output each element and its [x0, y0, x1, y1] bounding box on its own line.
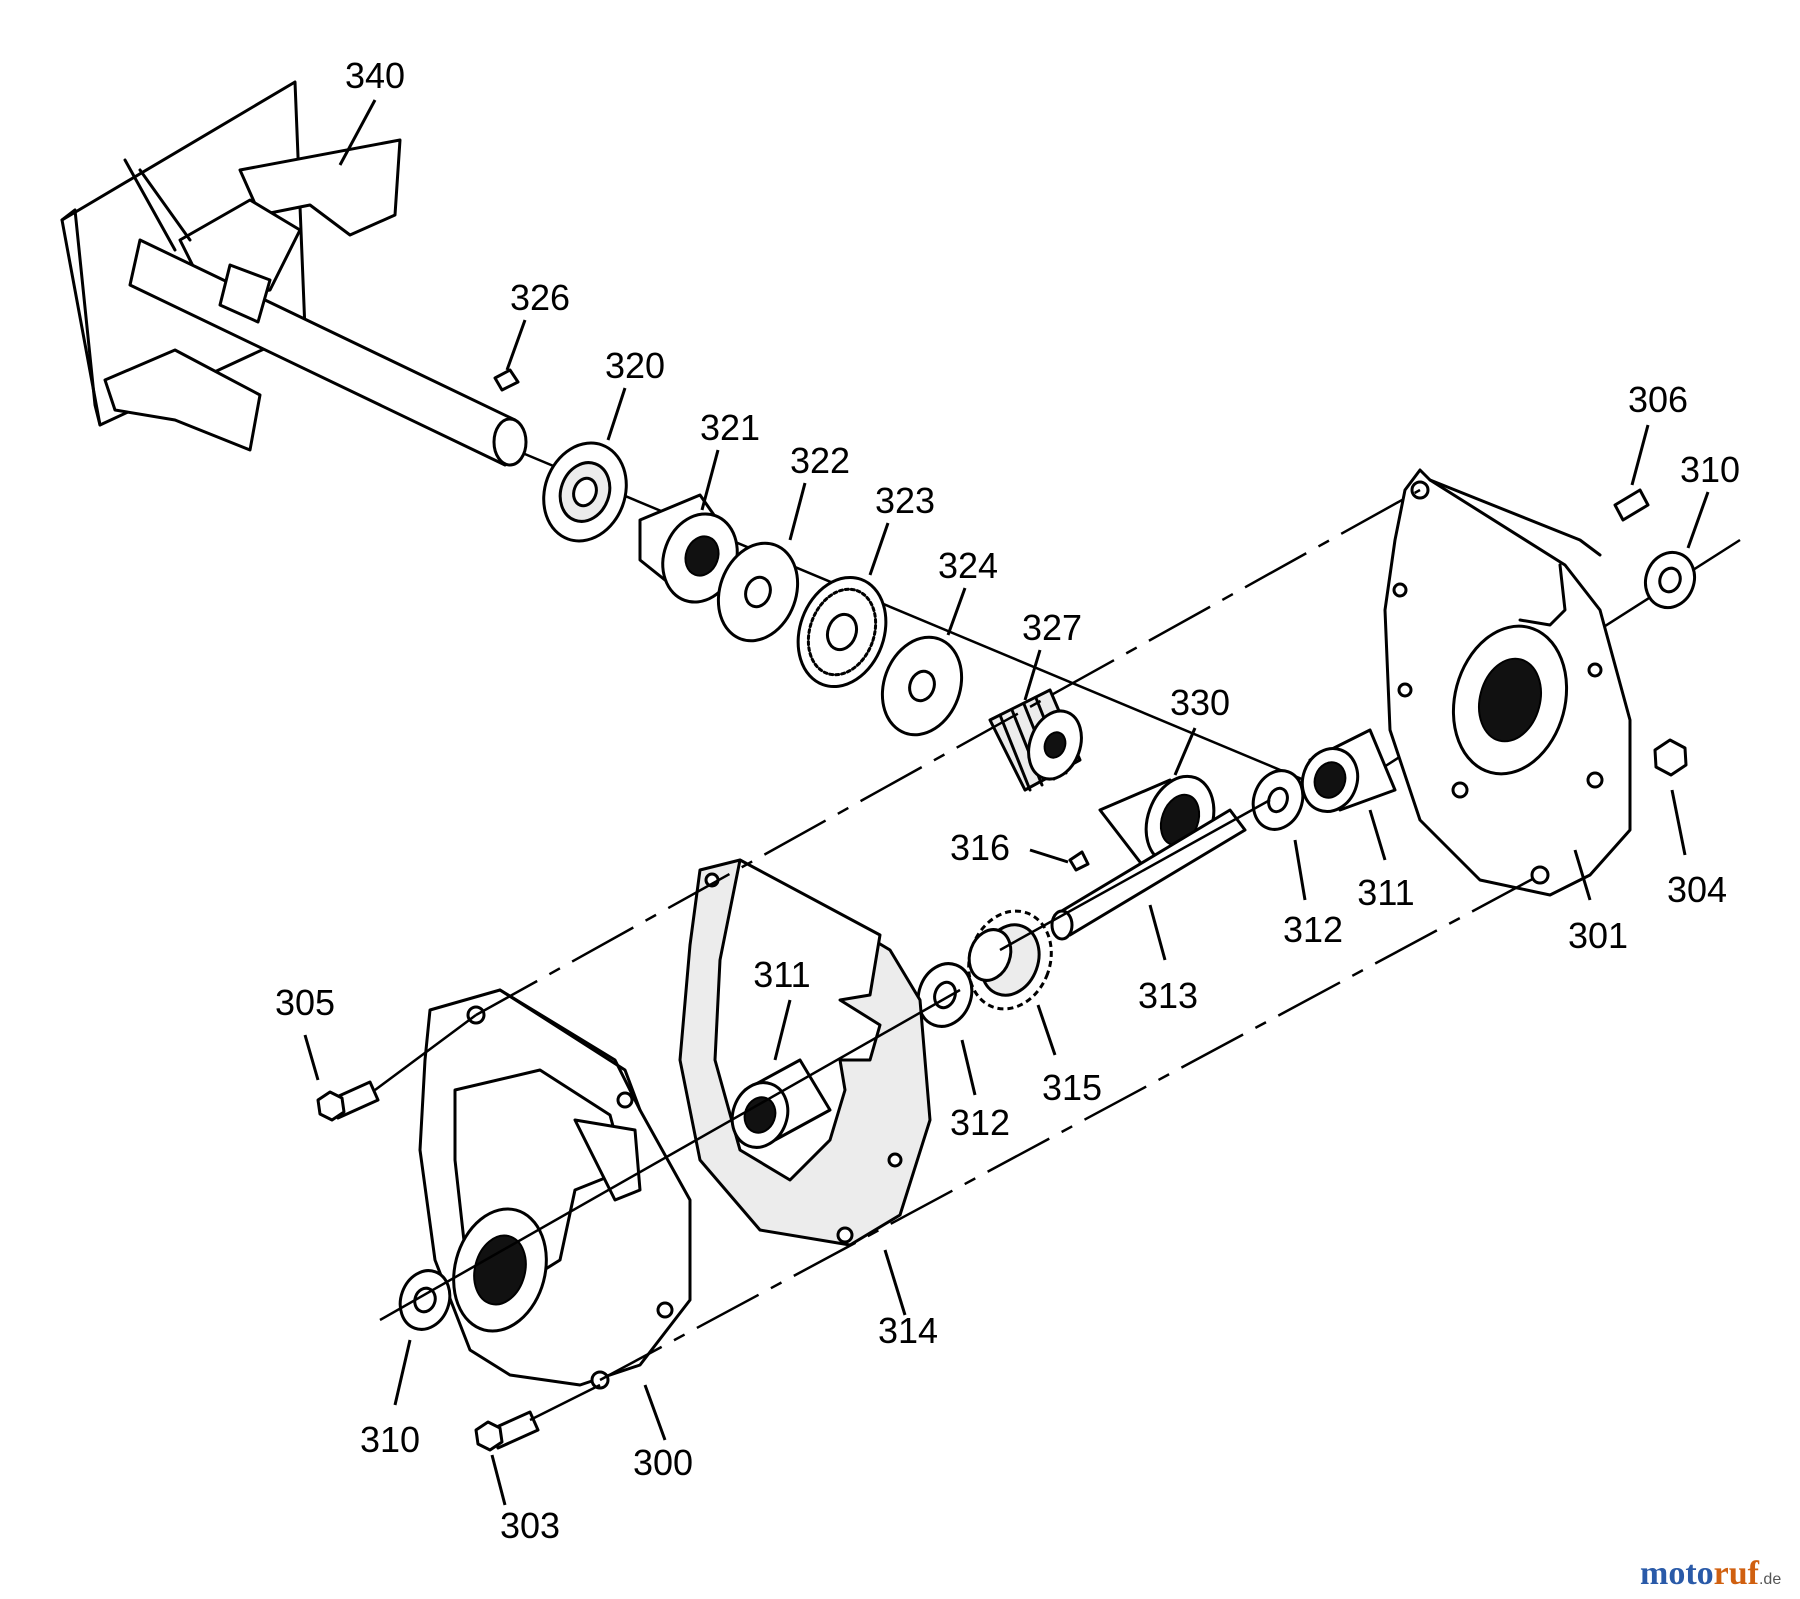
label-311-left: 311: [753, 954, 810, 995]
label-323: 323: [875, 480, 935, 521]
bearing-housing-321: [638, 493, 739, 604]
washer-312-right: [1251, 769, 1305, 831]
label-305: 305: [275, 982, 335, 1023]
label-314: 314: [878, 1310, 938, 1351]
left-shaft-axis: [379, 988, 961, 1322]
nut-304: [1653, 738, 1688, 777]
key-316: [1068, 850, 1090, 872]
label-315: 315: [1042, 1067, 1102, 1108]
svg-text:motoruf.de: motoruf.de: [1640, 1555, 1781, 1592]
watermark-logo: motoruf.de: [1640, 1555, 1781, 1592]
key-326: [493, 368, 520, 392]
label-321: 321: [700, 407, 760, 448]
watermark-part2: ruf: [1714, 1555, 1760, 1592]
washer-312-left: [916, 962, 974, 1028]
gasket-314: [678, 858, 932, 1247]
auger-impeller-340: [60, 80, 528, 467]
label-311-right: 311: [1357, 872, 1414, 913]
label-303: 303: [500, 1505, 560, 1546]
alignment-line-bottom: [599, 873, 1541, 1382]
gear-315: [967, 909, 1053, 1011]
bolt-303: [474, 1410, 540, 1452]
gear-case-301: [1383, 468, 1632, 897]
washer-322: [716, 541, 800, 643]
leader-lines: [303, 99, 1710, 1506]
bushing-311-right: [1300, 728, 1397, 813]
main-shaft-axis: [519, 450, 1341, 797]
bolt-305: [316, 1080, 380, 1122]
label-327: 327: [1022, 607, 1082, 648]
bolt-305-axis: [374, 1013, 477, 1092]
alignment-line-top: [475, 488, 1421, 1017]
part-labels: 340 326 320 321 322 323 324 327 330 306 …: [275, 55, 1740, 1546]
label-316: 316: [950, 827, 1010, 868]
label-324: 324: [938, 545, 998, 586]
label-301: 301: [1568, 915, 1628, 956]
label-310-right: 310: [1680, 449, 1740, 490]
pinion-axis: [999, 798, 1271, 952]
watermark-suffix: .de: [1759, 1571, 1781, 1588]
watermark-part1: moto: [1640, 1555, 1714, 1592]
label-306: 306: [1628, 379, 1688, 420]
spacer-310-right: [1643, 550, 1697, 610]
set-screw-306: [1613, 488, 1650, 522]
label-310-left: 310: [360, 1419, 420, 1460]
gear-case-300: [418, 988, 692, 1390]
label-330: 330: [1170, 682, 1230, 723]
label-312-left: 312: [950, 1102, 1010, 1143]
washer-324: [880, 635, 964, 737]
label-304: 304: [1667, 869, 1727, 910]
label-300: 300: [633, 1442, 693, 1483]
label-326: 326: [510, 277, 570, 318]
bolt-303-axis: [529, 1383, 601, 1422]
label-313: 313: [1138, 975, 1198, 1016]
worm-gear-327: [988, 688, 1083, 792]
spacer-310-left: [398, 1269, 452, 1331]
label-312-right: 312: [1283, 909, 1343, 950]
bushing-311-left: [730, 1058, 832, 1149]
washer-320: [542, 441, 628, 543]
label-320: 320: [605, 345, 665, 386]
label-340: 340: [345, 55, 405, 96]
label-322: 322: [790, 440, 850, 481]
thrust-bearing-323: [796, 575, 888, 689]
